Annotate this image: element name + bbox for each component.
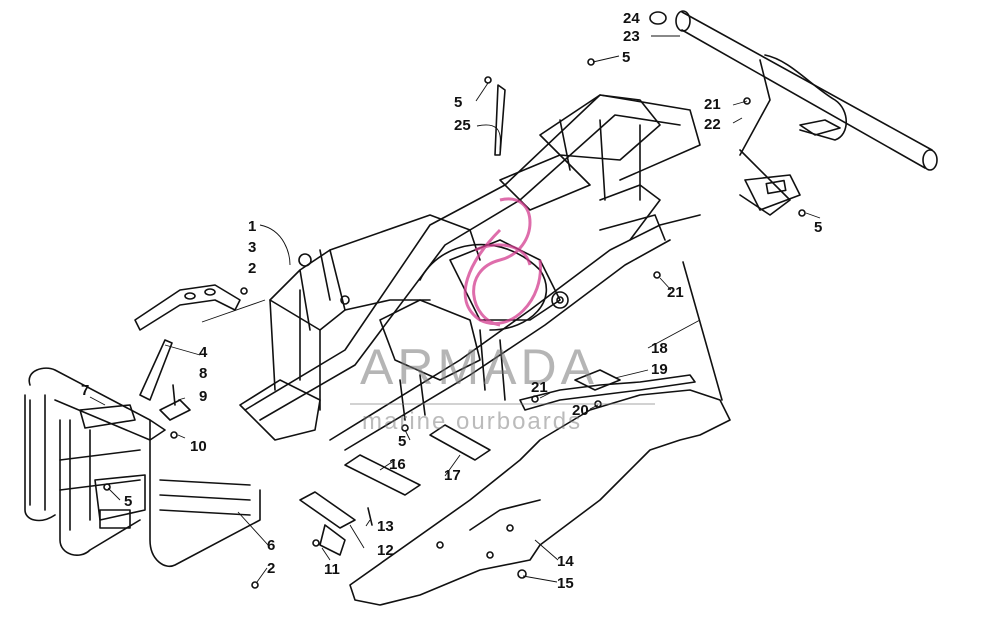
callout-label: 19	[651, 361, 668, 378]
clip-11	[319, 524, 346, 556]
callout-label: 9	[199, 388, 208, 405]
callout-label: 14	[557, 553, 574, 570]
rear-rack	[675, 10, 938, 216]
leader-lines	[89, 35, 821, 583]
skid-plate-16	[344, 454, 421, 496]
callout-label: 23	[623, 28, 640, 45]
bracket-12	[299, 491, 356, 529]
rod	[682, 261, 723, 401]
main-frame	[239, 94, 701, 451]
front-bumper	[24, 367, 261, 567]
callout-label: 10	[190, 438, 207, 455]
callout-label: 18	[651, 340, 668, 357]
skid-plate-17	[429, 424, 491, 461]
footrest	[574, 369, 621, 391]
callout-label: 17	[444, 467, 461, 484]
callout-label: 11	[324, 561, 340, 578]
callout-label: 1	[248, 218, 257, 235]
callout-label: 7	[81, 382, 90, 399]
callout-label: 4	[199, 344, 208, 361]
callout-label: 21	[704, 96, 721, 113]
watermark-brand: ARMADA	[360, 339, 598, 395]
mount-bracket	[494, 84, 506, 156]
bolt-13	[367, 507, 373, 526]
front-bracket	[134, 284, 241, 331]
callout-label: 25	[454, 117, 471, 134]
callout-label: 3	[248, 239, 257, 256]
plate	[159, 399, 191, 421]
callout-label: 12	[377, 542, 394, 559]
callout-label: 16	[389, 456, 406, 473]
callout-label: 8	[199, 365, 208, 382]
callout-label: 2	[267, 560, 276, 577]
callout-label: 6	[267, 537, 276, 554]
brace	[139, 339, 173, 401]
callout-label: 5	[622, 49, 631, 66]
floor-pan	[349, 389, 731, 606]
callout-label: 20	[572, 402, 589, 419]
callout-label: 5	[124, 493, 133, 510]
callout-label: 5	[398, 433, 407, 450]
watermark-tagline: marine ourboards	[362, 408, 583, 435]
watermark-logo	[463, 197, 542, 327]
callout-label: 21	[531, 379, 548, 396]
callout-label: 21	[667, 284, 684, 301]
callout-label: 5	[814, 219, 823, 236]
callout-label: 2	[248, 260, 257, 277]
callout-label: 5	[454, 94, 463, 111]
bolt	[172, 384, 176, 406]
callout-label: 15	[557, 575, 574, 592]
callout-label: 24	[623, 10, 640, 27]
callout-label: 22	[704, 116, 721, 133]
callout-label: 13	[377, 518, 394, 535]
